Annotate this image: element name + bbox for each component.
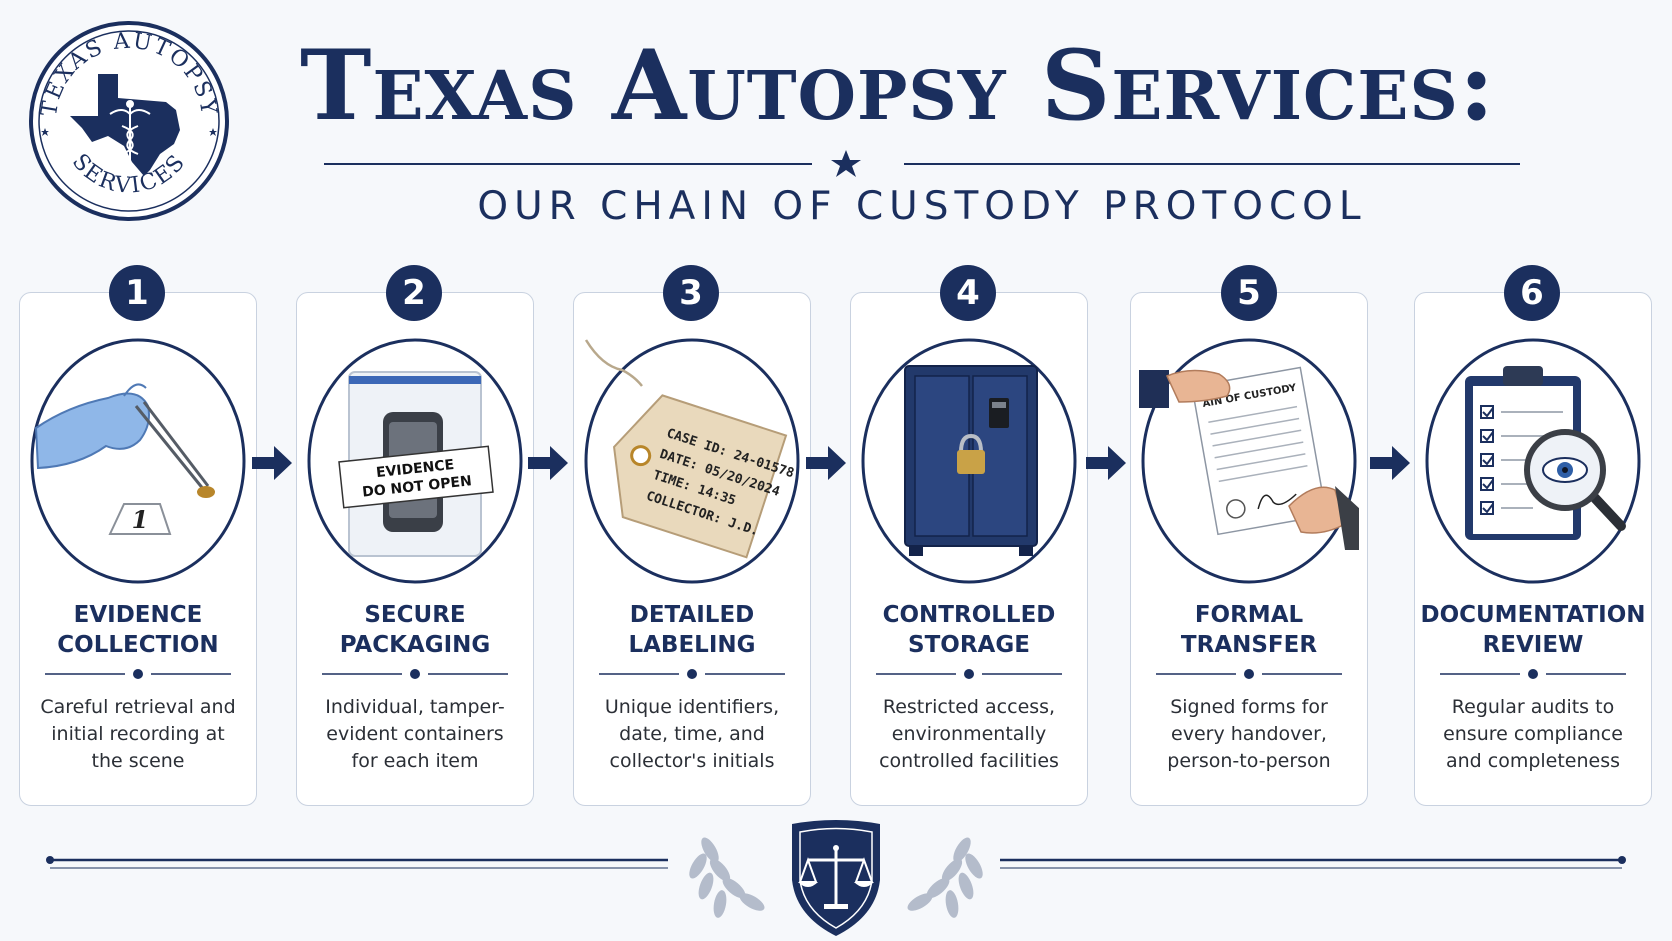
title-divider-with-star [324, 150, 1520, 177]
arrow-right-icon [806, 446, 846, 480]
locked-safe-icon [861, 338, 1077, 584]
page-subtitle: OUR CHAIN OF CUSTODY PROTOCOL [477, 184, 1367, 229]
step-divider [322, 669, 508, 679]
page-title: Texas Autopsy Services: [300, 29, 1496, 142]
step-divider [1156, 669, 1342, 679]
clipboard-magnifier-icon [1425, 338, 1641, 584]
texas-map-icon [70, 74, 180, 176]
arrow-right-icon [528, 446, 568, 480]
step-number-badge: 5 [1221, 265, 1277, 321]
evidence-tag-icon: CASE ID: 24-01578 DATE: 05/20/2024 TIME:… [584, 338, 800, 584]
footer-ornament [46, 820, 1626, 936]
scales-of-justice-shield-icon [792, 820, 880, 936]
evidence-marker-label: 1 [132, 505, 149, 534]
step-number-badge: 6 [1504, 265, 1560, 321]
evidence-bag-icon: EVIDENCE DO NOT OPEN [307, 338, 523, 584]
company-seal-logo: TEXAS AUTOPSY SERVICES [29, 21, 229, 221]
step-number-badge: 1 [109, 265, 165, 321]
arrow-right-icon [1086, 446, 1126, 480]
step-number-badge: 3 [663, 265, 719, 321]
star-icon [831, 150, 861, 177]
step-divider [599, 669, 785, 679]
document-handover-icon: AIN OF CUSTODY [1139, 338, 1359, 584]
laurel-right-icon [907, 837, 983, 918]
arrow-right-icon [252, 446, 292, 480]
step-number-badge: 4 [940, 265, 996, 321]
step-number-badge: 2 [386, 265, 442, 321]
step-divider [876, 669, 1062, 679]
step-divider [1440, 669, 1626, 679]
laurel-left-icon [689, 837, 765, 918]
gloved-hand-tweezers-icon: 1 [30, 338, 246, 584]
caduceus-icon [109, 100, 151, 164]
step-divider [45, 669, 231, 679]
arrow-right-icon [1370, 446, 1410, 480]
